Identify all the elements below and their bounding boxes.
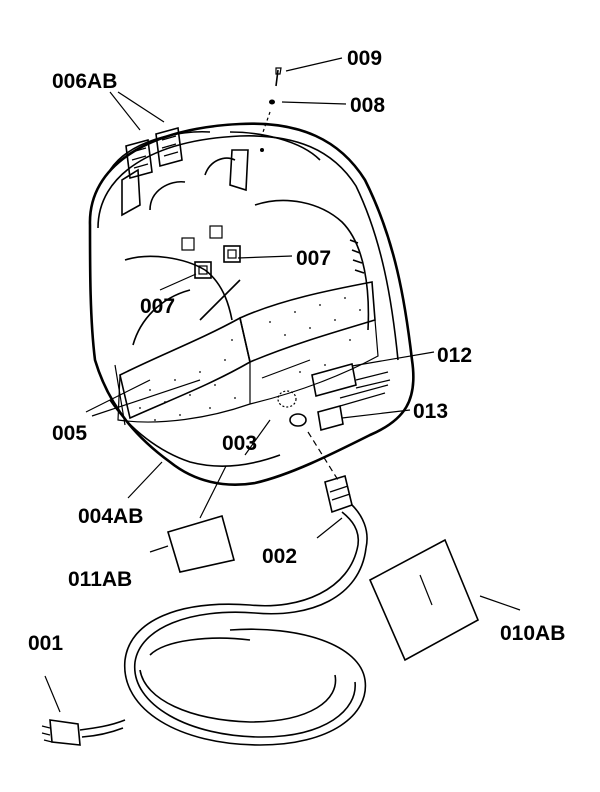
label-001: 001 (28, 632, 63, 655)
label-008: 008 (350, 94, 385, 117)
socket-003 (277, 390, 339, 481)
charging-contacts (181, 225, 241, 279)
part-labels: 006AB 009 008 007 007 012 013 005 003 00… (28, 47, 565, 655)
documents (167, 515, 480, 662)
label-011ab: 011AB (68, 568, 132, 591)
label-003: 003 (222, 432, 257, 455)
label-005: 005 (52, 422, 87, 445)
rating-labels (311, 362, 391, 432)
leader-lines (44, 57, 521, 713)
label-004ab: 004AB (78, 505, 143, 528)
label-006ab: 006AB (52, 70, 117, 93)
label-007-left: 007 (140, 295, 175, 318)
clips-006ab (125, 126, 183, 180)
label-013: 013 (413, 400, 448, 423)
label-007-right: 007 (296, 247, 331, 270)
label-010ab: 010AB (500, 622, 565, 645)
label-002: 002 (262, 545, 297, 568)
housing-body (88, 122, 415, 486)
label-009: 009 (347, 47, 382, 70)
screw-and-washer (261, 67, 282, 136)
label-012: 012 (437, 344, 472, 367)
power-cord (41, 474, 368, 746)
